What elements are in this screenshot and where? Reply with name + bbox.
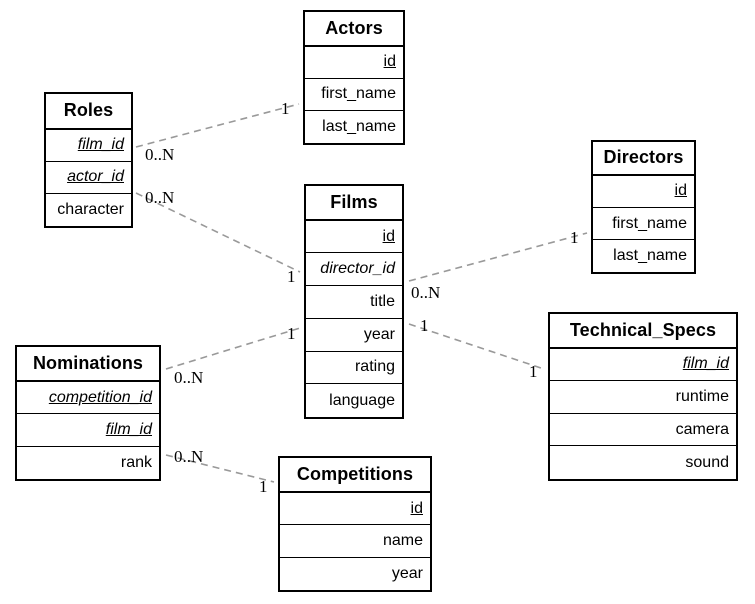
cardinality-nominations-competitions-from: 0..N	[174, 447, 204, 466]
attribute-label: character	[57, 201, 124, 218]
attribute-directors-id[interactable]: id	[593, 176, 694, 208]
cardinality-nominations-films-to: 1	[287, 324, 296, 343]
attribute-directors-last_name[interactable]: last_name	[593, 240, 694, 272]
attribute-label: last_name	[613, 247, 687, 264]
cardinality-films-technical_specs-to: 1	[529, 362, 538, 381]
attribute-label: id	[410, 499, 423, 517]
attribute-label: last_name	[322, 118, 396, 135]
attribute-nominations-rank[interactable]: rank	[17, 447, 159, 479]
cardinality-roles-films-from: 0..N	[145, 188, 175, 207]
attribute-label: film_id	[682, 355, 729, 373]
entity-table-actors[interactable]: Actors id first_name last_name	[303, 10, 405, 145]
cardinality-roles-films-to: 1	[287, 267, 296, 286]
attribute-label: year	[391, 564, 423, 582]
attribute-nominations-film_id[interactable]: film_id	[17, 414, 159, 447]
attribute-technical_specs-sound[interactable]: sound	[550, 446, 736, 479]
attribute-label: camera	[675, 420, 729, 438]
attribute-films-rating[interactable]: rating	[306, 352, 402, 385]
cardinality-films-technical_specs-from: 1	[420, 316, 429, 335]
entity-title-actors: Actors	[305, 12, 403, 47]
attribute-roles-film_id[interactable]: film_id	[46, 130, 131, 162]
entity-table-competitions[interactable]: Competitions id name year	[278, 456, 432, 592]
attribute-label: sound	[685, 453, 729, 471]
attribute-label: actor_id	[67, 168, 124, 186]
entity-title-nominations: Nominations	[17, 347, 159, 383]
relationship-line-nominations-films	[165, 327, 301, 370]
relationship-line-films-technical_specs	[408, 323, 545, 370]
entity-title-technical_specs: Technical_Specs	[550, 314, 736, 349]
attribute-films-id[interactable]: id	[306, 221, 402, 254]
entity-title-competitions: Competitions	[280, 458, 430, 494]
attribute-label: film_id	[77, 136, 124, 154]
attribute-label: year	[363, 325, 395, 343]
attribute-label: first_name	[321, 85, 396, 103]
relationship-line-films-directors	[408, 232, 588, 282]
attribute-competitions-id[interactable]: id	[280, 493, 430, 526]
entity-title-directors: Directors	[593, 142, 694, 176]
cardinality-roles-actors-to: 1	[281, 99, 290, 118]
cardinality-nominations-films-from: 0..N	[174, 368, 204, 387]
attribute-label: first_name	[612, 214, 687, 232]
attribute-films-language[interactable]: language	[306, 384, 402, 417]
entity-table-directors[interactable]: Directors id first_name last_name	[591, 140, 696, 274]
attribute-roles-character[interactable]: character	[46, 194, 131, 226]
cardinality-nominations-competitions-to: 1	[259, 477, 268, 496]
attribute-label: director_id	[320, 260, 395, 278]
attribute-actors-last_name[interactable]: last_name	[305, 111, 403, 143]
attribute-nominations-competition_id[interactable]: competition_id	[17, 382, 159, 415]
attribute-label: name	[382, 532, 423, 550]
attribute-label: id	[383, 53, 396, 71]
attribute-competitions-name[interactable]: name	[280, 525, 430, 558]
attribute-technical_specs-film_id[interactable]: film_id	[550, 349, 736, 382]
attribute-technical_specs-camera[interactable]: camera	[550, 414, 736, 447]
attribute-label: id	[382, 227, 395, 245]
attribute-films-director_id[interactable]: director_id	[306, 253, 402, 287]
attribute-label: rating	[354, 358, 395, 376]
entity-title-films: Films	[306, 186, 402, 221]
attribute-roles-actor_id[interactable]: actor_id	[46, 162, 131, 194]
attribute-films-year[interactable]: year	[306, 319, 402, 352]
attribute-label: title	[370, 293, 395, 310]
cardinality-films-directors-from: 0..N	[411, 283, 441, 302]
entity-table-roles[interactable]: Roles film_id actor_id character	[44, 92, 133, 228]
attribute-label: id	[674, 182, 687, 200]
entity-title-roles: Roles	[46, 94, 131, 130]
attribute-technical_specs-runtime[interactable]: runtime	[550, 381, 736, 414]
relationship-line-roles-actors	[135, 103, 300, 148]
cardinality-roles-actors-from: 0..N	[145, 145, 175, 164]
cardinality-films-directors-to: 1	[570, 228, 579, 247]
attribute-label: competition_id	[48, 388, 152, 406]
attribute-films-title[interactable]: title	[306, 286, 402, 319]
attribute-label: rank	[120, 453, 152, 471]
attribute-actors-id[interactable]: id	[305, 47, 403, 79]
attribute-label: runtime	[675, 388, 729, 405]
attribute-directors-first_name[interactable]: first_name	[593, 208, 694, 241]
attribute-competitions-year[interactable]: year	[280, 558, 430, 590]
attribute-label: film_id	[105, 421, 152, 439]
attribute-actors-first_name[interactable]: first_name	[305, 79, 403, 111]
attribute-label: language	[329, 391, 395, 409]
